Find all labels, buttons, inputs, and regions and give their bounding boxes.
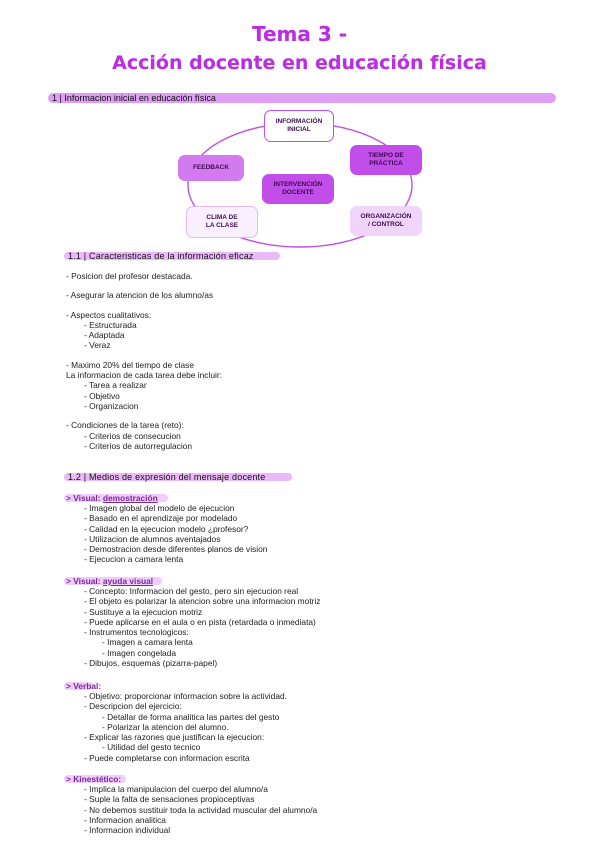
box-informacion-inicial: INFORMACIÓN INICIAL xyxy=(264,110,334,142)
list-item: - Basado en el aprendizaje por modelado xyxy=(84,513,238,524)
list-item: - Maximo 20% del tiempo de clase xyxy=(66,359,195,370)
section-1-heading: 1 | Informacion inicial en educación fís… xyxy=(52,93,216,103)
list-item: - Posicion del profesor destacada. xyxy=(66,271,193,281)
list-item: - Veraz xyxy=(84,340,111,351)
section-11-body: - Posicion del profesor destacada. - Ase… xyxy=(66,271,222,451)
list-item: - El objeto es polarizar la atencion sob… xyxy=(84,596,321,607)
list-item: - Tarea a realizar xyxy=(84,380,147,391)
visual1-highlight xyxy=(64,494,168,502)
kinestetico-list: - Implica la manipulacion del cuerpo del… xyxy=(84,784,317,835)
box-tiempo-practica: TIEMPO DE PRÁCTICA xyxy=(350,145,422,175)
section-11-heading: 1.1 | Caracteristicas de la información … xyxy=(68,251,254,261)
list-item: - Polarizar la atencion del alumno. xyxy=(102,721,229,732)
list-item: - Implica la manipulacion del cuerpo del… xyxy=(84,784,268,794)
visual-ayuda-list: - Concepto: Informacion del gesto, pero … xyxy=(84,586,320,668)
page-subtitle: Acción docente en educación física xyxy=(112,52,487,74)
list-item: - Asegurar la atencion de los alumno/as xyxy=(66,290,214,301)
visual-demostracion-heading: > Visual: demostración xyxy=(66,493,158,503)
list-item: - Concepto: Informacion del gesto, pero … xyxy=(84,586,299,596)
box-organizacion-control: ORGANIZACIÓN / CONTROL xyxy=(350,206,422,236)
list-item: - Estructurada xyxy=(84,319,137,330)
page-title: Tema 3 - xyxy=(251,22,348,46)
section-12-heading: 1.2 | Medios de expresión del mensaje do… xyxy=(68,472,266,482)
list-item: - Condiciones de la tarea (reto): xyxy=(66,420,184,431)
verbal-highlight xyxy=(64,682,94,690)
list-item: - Dibujos, esquemas (pizarra-papel) xyxy=(84,658,218,669)
list-item: - Adaptada xyxy=(84,330,125,341)
section-11-highlight xyxy=(64,252,280,260)
kinestetico-heading: > Kinestético: xyxy=(66,774,122,784)
section-1-bar xyxy=(48,93,556,103)
list-item: - Utilidad del gesto tecnico xyxy=(102,742,201,753)
list-item: - Instrumentos tecnologicos: xyxy=(84,627,189,638)
visual-demostracion-list: - Imagen global del modelo de ejecucion … xyxy=(84,503,267,565)
verbal-list: - Objetivo: proporcionar informacion sob… xyxy=(84,691,287,763)
list-item: - Calidad en la ejecucion modelo ¿profes… xyxy=(84,523,249,534)
list-item: - Aspectos cualitativos: xyxy=(66,309,152,320)
visual-ayuda-heading: > Visual: ayuda visual xyxy=(66,576,154,586)
box-feedback: FEEDBACK xyxy=(178,155,244,181)
list-item: - Informacion analitica xyxy=(84,814,166,825)
list-item: - Imagen congelada xyxy=(102,647,177,658)
list-item: - Organizacion xyxy=(84,400,139,411)
list-item: - Utilizacion de alumnos aventajados xyxy=(84,533,221,544)
list-item: - Suple la falta de sensaciones propioce… xyxy=(84,794,255,805)
list-item: - Imagen a camara lenta xyxy=(102,637,193,648)
list-item: - Informacion individual xyxy=(84,825,171,836)
list-item: - No debemos sustituir toda la actividad… xyxy=(84,804,318,815)
list-item: - Objetivo: proporcionar informacion sob… xyxy=(84,691,287,701)
section-12-highlight xyxy=(64,473,292,481)
box-clima-clase: CLIMA DE LA CLASE xyxy=(186,206,258,238)
list-item: - Detallar de forma analitica las partes… xyxy=(102,711,280,722)
list-item: - Explicar las razones que justifican la… xyxy=(84,732,265,743)
list-item: - Descripcion del ejercicio: xyxy=(84,701,182,712)
list-item: La informacion de cada tarea debe inclui… xyxy=(66,370,222,381)
list-item: - Ejecucion a camara lenta xyxy=(84,554,184,565)
list-item: - Criterios de autorregulacion xyxy=(84,440,192,451)
list-item: - Demostracion desde diferentes planos d… xyxy=(84,544,268,555)
kine-highlight xyxy=(64,775,126,783)
verbal-heading: > Verbal: xyxy=(66,681,102,691)
list-item: - Puede aplicarse en el aula o en pista … xyxy=(84,616,316,627)
list-item: - Criterios de consecucion xyxy=(84,430,181,441)
box-intervencion-docente: INTERVENCIÓN DOCENTE xyxy=(262,174,334,204)
list-item: - Imagen global del modelo de ejecucion xyxy=(84,503,235,513)
visual2-highlight xyxy=(64,577,162,585)
list-item: - Puede completarse con informacion escr… xyxy=(84,752,250,763)
list-item: - Sustituye a la ejecucion motriz xyxy=(84,606,203,617)
list-item: - Objetivo xyxy=(84,390,120,401)
